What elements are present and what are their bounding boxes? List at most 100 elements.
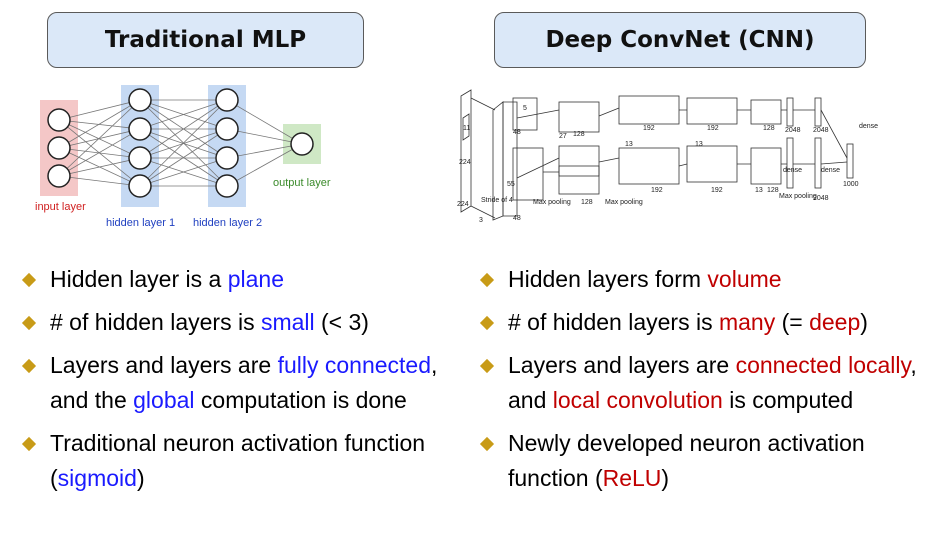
diamond-bullet-icon [21, 315, 37, 331]
mlp-connections [58, 99, 303, 187]
cnn-diagram: 224 11 224 3 Stride of 4 55 48 5 48 27 1… [457, 89, 878, 224]
bullet-text: Newly developed neuron activation functi… [508, 430, 865, 491]
bullet-text: ) [136, 465, 145, 491]
connection-line [58, 99, 141, 177]
label-2048-a: 2048 [785, 127, 801, 134]
connection-line [58, 175, 141, 187]
bullet-text: Hidden layers form [508, 266, 708, 292]
label-dense-3: dense [859, 123, 878, 130]
conv6-upper [750, 99, 782, 125]
neuron-node [128, 88, 152, 112]
connection-line [139, 99, 228, 187]
diamond-bullet-icon [479, 358, 495, 374]
dense2-upper [814, 97, 822, 127]
bullet-text: (< 3) [314, 309, 369, 335]
neuron-node [47, 164, 71, 188]
output-layer-label: output layer [273, 177, 331, 189]
highlight-text: local convolution [552, 387, 723, 413]
label-13-a: 13 [625, 141, 633, 148]
cnn-bullet-list: Hidden layers form volume # of hidden lay… [478, 262, 938, 504]
neuron-node [215, 146, 239, 170]
bullet-text: is computed [722, 387, 854, 413]
highlight-text: fully connected [277, 352, 432, 378]
label-13-c: 13 [755, 187, 763, 194]
bullet-text: computation is done [194, 387, 407, 413]
label-128-a: 128 [573, 131, 585, 138]
highlight-text: small [260, 309, 315, 335]
conv3-lower [558, 145, 600, 177]
bullet-item: Newly developed neuron activation functi… [478, 426, 938, 496]
neuron-node [128, 146, 152, 170]
highlight-text: volume [707, 266, 782, 292]
label-2048-b: 2048 [813, 127, 829, 134]
label-max-pooling-2: Max pooling [605, 199, 643, 206]
connection-line [226, 143, 303, 187]
bullet-item: Hidden layer is a plane [20, 262, 440, 297]
neuron-node [290, 132, 314, 156]
conv3-upper [558, 101, 600, 133]
label-5: 5 [523, 105, 527, 112]
bullet-text: Layers and layers are [50, 352, 278, 378]
label-3: 3 [479, 217, 483, 224]
dense1-lower [786, 137, 794, 189]
mlp-neurons [47, 88, 314, 198]
conv5-upper [686, 97, 738, 125]
neuron-node [47, 108, 71, 132]
label-48-b: 48 [513, 215, 521, 222]
bullet-text: Layers and layers are [508, 352, 736, 378]
output-column [846, 143, 854, 179]
hidden-layer-2-label: hidden layer 2 [193, 217, 262, 229]
bullet-item: Layers and layers are fully connected, a… [20, 348, 440, 418]
label-max-pooling-3: Max pooling [779, 193, 817, 200]
bullet-text: Hidden layer is a [50, 266, 228, 292]
diamond-bullet-icon [479, 315, 495, 331]
label-128-b: 128 [581, 199, 593, 206]
bullet-text: (= [775, 309, 810, 335]
highlight-text: deep [809, 309, 861, 335]
connection-line [58, 147, 141, 159]
connection-line [58, 119, 141, 159]
label-192-b: 192 [651, 187, 663, 194]
label-48-a: 48 [513, 129, 521, 136]
bullet-text: ) [860, 309, 868, 335]
cnn-title: Deep ConvNet (CNN) [494, 12, 866, 68]
highlight-text: connected locally [735, 352, 911, 378]
neuron-node [215, 174, 239, 198]
label-max-pooling-1: Max pooling [533, 199, 571, 206]
label-224-top: 224 [459, 159, 471, 166]
neuron-node [128, 117, 152, 141]
cnn-connections [470, 97, 848, 219]
bullet-item: Layers and layers are connected locally,… [478, 348, 938, 418]
conv2-lower [512, 147, 544, 201]
connection-line [226, 128, 303, 145]
label-192-d: 192 [711, 187, 723, 194]
diamond-bullet-icon [479, 436, 495, 452]
conv5-lower [686, 145, 738, 183]
highlight-text: sigmoid [57, 465, 137, 491]
neuron-node [215, 88, 239, 112]
diamond-bullet-icon [21, 436, 37, 452]
conv4-upper [618, 95, 680, 125]
label-192-c: 192 [707, 125, 719, 132]
conv3-lower-b [558, 165, 600, 195]
connection-line [139, 128, 228, 187]
bullet-text: ) [661, 465, 670, 491]
dense1-upper [786, 97, 794, 127]
bullet-item: Traditional neuron activation function (… [20, 426, 440, 496]
input-volume [460, 89, 472, 213]
highlight-text: many [718, 309, 776, 335]
connection-line [58, 128, 141, 177]
input-kernel [462, 113, 470, 141]
bullet-item: # of hidden layers is many (= deep) [478, 305, 938, 340]
neuron-node [128, 174, 152, 198]
bullet-text: # of hidden layers is [50, 309, 261, 335]
diamond-bullet-icon [21, 272, 37, 288]
label-11: 11 [463, 125, 470, 132]
conv2-upper [512, 97, 538, 131]
label-dense-1: dense [783, 167, 802, 174]
label-224-bottom: 224 [457, 201, 469, 208]
diamond-bullet-icon [479, 272, 495, 288]
label-2048-c: 2048 [813, 195, 829, 202]
connection-line [139, 99, 228, 130]
bullet-text: # of hidden layers is [508, 309, 719, 335]
